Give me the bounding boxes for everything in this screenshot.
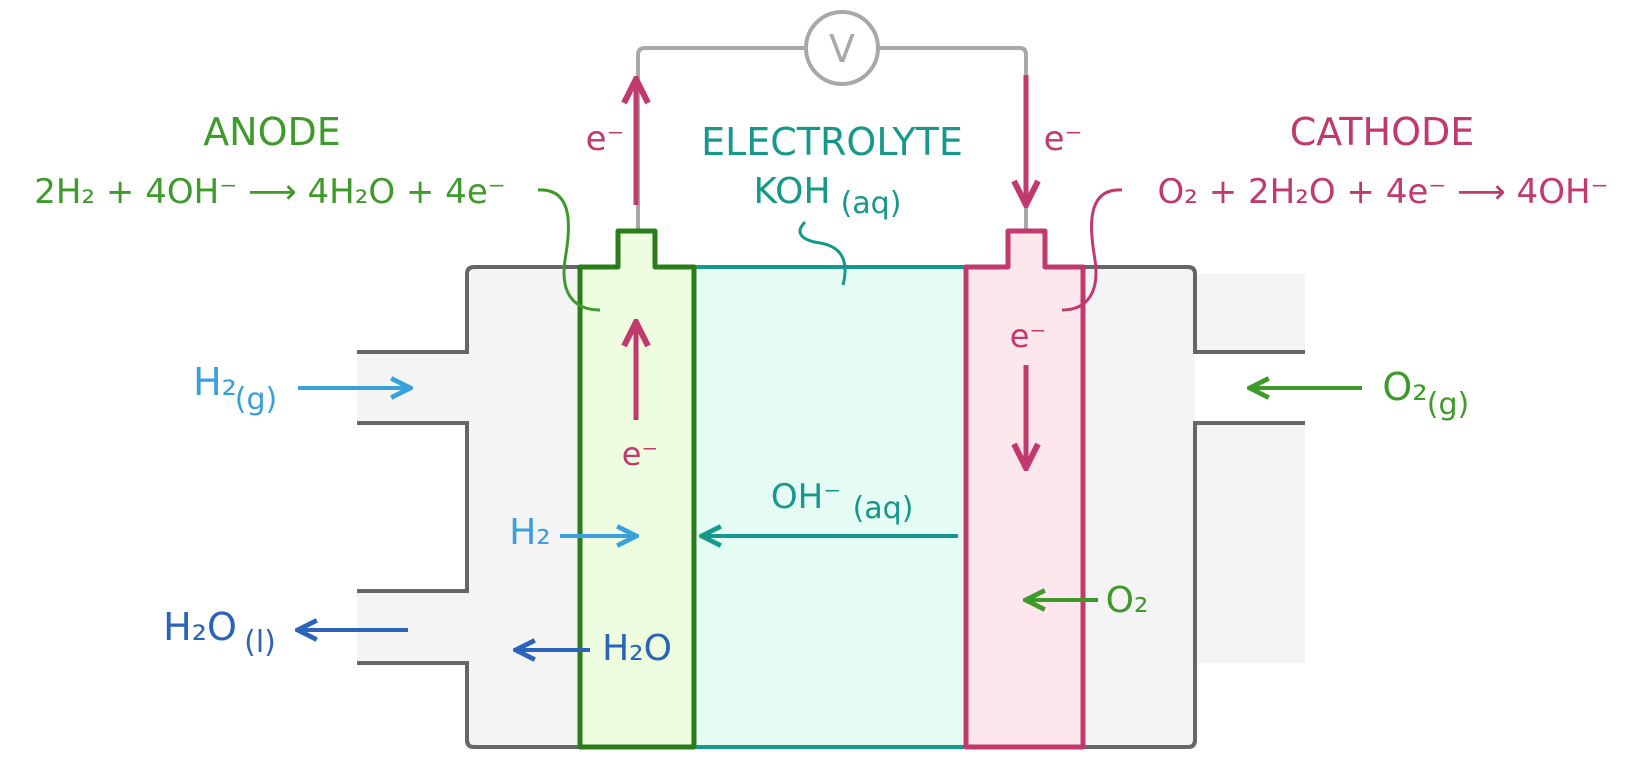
electron-label-anode-wire: e⁻	[586, 119, 625, 159]
oxygen-gas-label: O₂	[1382, 365, 1427, 409]
electrolyte-region	[694, 267, 966, 747]
water-out-label: H₂O	[163, 605, 237, 649]
hydrogen-gas-state: (g)	[235, 382, 277, 417]
hydroxide-label-group: OH⁻ (aq)	[771, 477, 914, 526]
electrolyte-title: ELECTROLYTE	[701, 120, 963, 164]
hydroxide-ion-state: (aq)	[853, 491, 914, 526]
hydrogen-inner-label: H₂	[509, 512, 551, 553]
electron-label-anode-internal: e⁻	[622, 435, 659, 473]
water-inner-label: H₂O	[602, 628, 672, 669]
electrolyte-formula: KOH	[753, 171, 830, 212]
electrolyte-formula-group: KOH (aq)	[753, 171, 901, 221]
electron-label-cathode-internal: e⁻	[1010, 317, 1047, 355]
hydrogen-gas-label-group: H₂ (g)	[193, 360, 277, 417]
oxygen-gas-label-group: O₂ (g)	[1382, 365, 1469, 422]
anode-electrode	[577, 228, 697, 750]
oxygen-inner-label: O₂	[1106, 580, 1149, 621]
water-out-label-group: H₂O (l)	[163, 605, 276, 660]
anode-equation: 2H₂ + 4OH⁻ ⟶ 4H₂O + 4e⁻	[34, 172, 505, 212]
water-out-state: (l)	[244, 625, 276, 660]
cathode-leader-line	[1061, 188, 1123, 312]
voltmeter-symbol: V	[829, 27, 855, 71]
electron-label-cathode-wire: e⁻	[1044, 119, 1083, 159]
circuit-wire	[636, 46, 1028, 230]
cathode-electrode	[963, 228, 1086, 750]
cathode-title: CATHODE	[1290, 110, 1475, 154]
voltmeter: V	[804, 10, 880, 86]
hydrogen-gas-label: H₂	[193, 360, 237, 404]
anode-leader-line	[537, 188, 601, 312]
casing-outline	[357, 265, 1305, 749]
hydroxide-ion-label: OH⁻	[771, 477, 841, 517]
anode-title: ANODE	[203, 110, 341, 154]
oxygen-gas-state: (g)	[1427, 387, 1469, 422]
electrolyte-formula-state: (aq)	[841, 186, 902, 221]
electrolyte-leader-line	[798, 220, 847, 286]
cathode-equation: O₂ + 2H₂O + 4e⁻ ⟶ 4OH⁻	[1158, 172, 1609, 212]
